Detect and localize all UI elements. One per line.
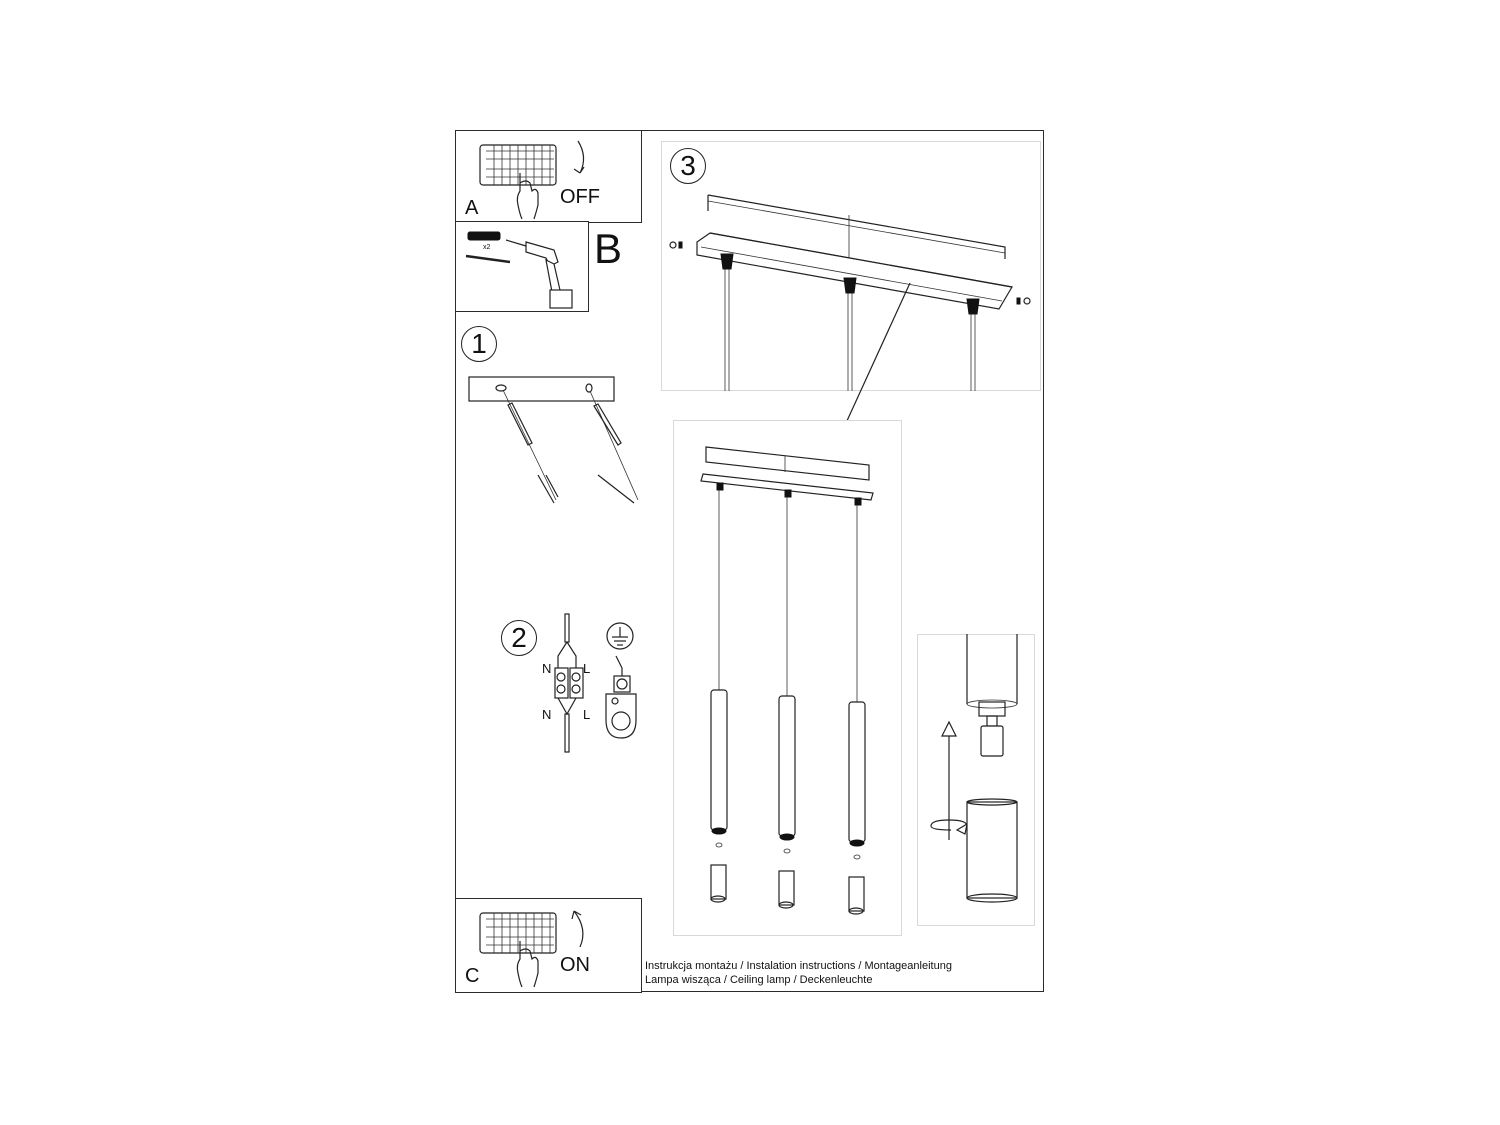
- step-c-letter: C: [465, 965, 480, 987]
- step-c-box: C ON: [455, 898, 642, 993]
- mounting-bracket-icon: [468, 376, 639, 504]
- circuit-breaker-icon: [479, 140, 585, 220]
- wall-plug-icon: [465, 231, 511, 264]
- drill-icon: [505, 239, 573, 309]
- pendant-overview-icon: [700, 446, 874, 915]
- bulb-detail-icon: [930, 634, 1018, 903]
- step-b-box: x2 B: [455, 221, 622, 312]
- step-1-badge: 1: [461, 326, 497, 362]
- wire-label-l-bottom: L: [583, 707, 591, 722]
- pendant-overview-panel: [673, 420, 902, 936]
- instruction-sheet: [455, 130, 1044, 992]
- step-3-badge: 3: [670, 148, 706, 184]
- wire-label-l-top: L: [583, 661, 591, 676]
- step-2-badge: 2: [501, 620, 537, 656]
- step-a-letter: A: [465, 197, 479, 219]
- step-a-action: OFF: [560, 186, 600, 208]
- quantity-label: x2: [483, 244, 491, 251]
- wire-label-n-bottom: N: [542, 707, 552, 722]
- step-c-action: ON: [560, 954, 590, 976]
- canopy-assembly-icon: [669, 194, 1031, 391]
- step-b-letter: B: [594, 225, 623, 272]
- title-line-1: Instrukcja montażu / Instalation instruc…: [645, 960, 952, 972]
- title-line-2: Lampa wisząca / Ceiling lamp / Deckenleu…: [645, 974, 873, 986]
- circuit-breaker-icon: [479, 910, 584, 988]
- wire-label-n-top: N: [542, 661, 552, 676]
- ground-earth-icon: [605, 622, 637, 739]
- wire-connector-icon: [554, 613, 584, 753]
